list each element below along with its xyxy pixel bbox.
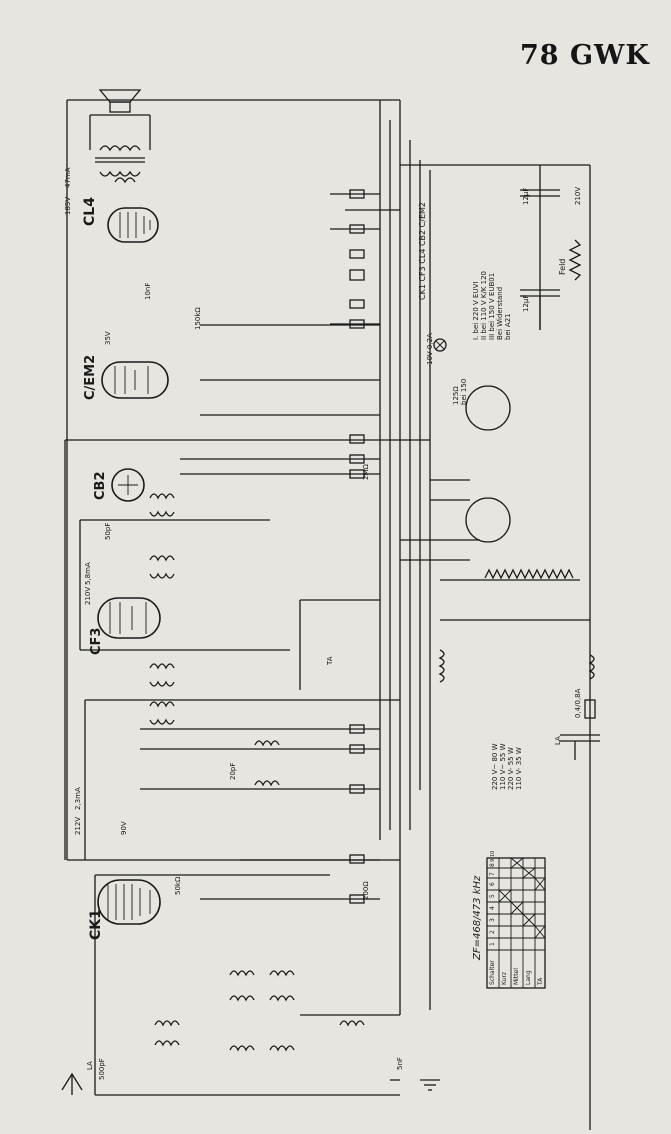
mains-note-1: I. bei 220 V EUVI bbox=[472, 282, 480, 340]
mains-note-3: III bei 150 V EUB01 bbox=[488, 273, 496, 340]
v185-label: 185V bbox=[64, 197, 72, 215]
series-string-label: CK1 CF3 CL4 CB2 C/EM2 bbox=[418, 202, 427, 300]
ma58-label: 5,8mA bbox=[84, 562, 92, 585]
page-title: 78 GWK bbox=[520, 40, 650, 71]
switch-header-title: Schalter bbox=[489, 960, 496, 985]
la-label: LA bbox=[86, 1061, 94, 1070]
switch-matrix bbox=[486, 857, 546, 989]
volt-210-label: 210V bbox=[574, 187, 582, 205]
switch-header-1: 1 bbox=[489, 942, 496, 946]
r-150kohm-label: 150kΩ bbox=[194, 307, 202, 330]
component-column bbox=[140, 189, 380, 904]
field-label: Feld bbox=[558, 259, 567, 275]
cap-20pf-label: 20pF bbox=[229, 763, 237, 780]
mains-note-4: Bei Widerstand bbox=[496, 287, 504, 340]
r-125-label: 125Ω bbox=[452, 386, 460, 405]
ck1-label: CK1 bbox=[88, 909, 104, 940]
la-right-label: LA bbox=[554, 736, 562, 745]
switch-row-kurz: Kurz bbox=[501, 972, 508, 985]
tube-cem2 bbox=[101, 361, 169, 399]
cap-50pf-label: 50pF bbox=[104, 523, 112, 540]
switch-header-3: 3 bbox=[489, 918, 496, 922]
cem2-label: C/EM2 bbox=[83, 355, 98, 400]
mains-note-5: bei A21 bbox=[504, 313, 512, 340]
switch-row-lang: Lang bbox=[525, 970, 532, 985]
cap-5nf-label: 5nF bbox=[396, 1057, 404, 1070]
power-row-3: 220 V- 55 W bbox=[507, 747, 515, 790]
v35-label: 35V bbox=[104, 331, 112, 345]
r-150-label: bei 150 bbox=[460, 379, 468, 405]
v212-label: 212V bbox=[74, 817, 82, 835]
switch-row-mittel: Mittel bbox=[513, 968, 520, 985]
tube-cb2 bbox=[111, 468, 145, 502]
switch-header-8: 8 bbox=[489, 863, 496, 867]
cap-500pf-label: 500pF bbox=[98, 1058, 106, 1080]
power-row-4: 110 V- 35 W bbox=[515, 747, 523, 790]
aerial-input bbox=[61, 1072, 440, 1095]
pilot-lamp-label: 10V 0,2A bbox=[426, 333, 434, 365]
v210-label: 210V bbox=[84, 587, 92, 605]
switch-header-7: 7 bbox=[489, 872, 496, 876]
if-coils bbox=[149, 493, 365, 1052]
power-row-1: 220 V~ 80 W bbox=[491, 743, 499, 790]
cap-10nf-label: 10nF bbox=[144, 283, 152, 300]
ma23-label: 2,3mA bbox=[74, 787, 82, 810]
switch-row-ta: TA bbox=[537, 977, 544, 986]
v90-label: 90V bbox=[120, 821, 128, 835]
switch-header-10: 10 bbox=[490, 851, 496, 857]
power-row-2: 110 V~ 55 W bbox=[499, 743, 507, 790]
r-2mohm-label: 2MΩ bbox=[362, 464, 370, 480]
bus-lines bbox=[64, 99, 591, 1130]
switch-header-2: 2 bbox=[489, 930, 496, 934]
r-200ohm-label: 200Ω bbox=[362, 881, 370, 900]
switch-header-5: 5 bbox=[489, 894, 496, 898]
ma47-label: 47mA bbox=[64, 167, 72, 188]
cb2-label: CB2 bbox=[93, 472, 108, 501]
cl4-label: CL4 bbox=[82, 197, 98, 226]
switch-header-4: 4 bbox=[489, 906, 496, 910]
tube-cl4 bbox=[107, 207, 159, 243]
r-50kohm-label: 50kΩ bbox=[174, 876, 182, 895]
power-section bbox=[400, 189, 600, 760]
tube-ck1 bbox=[97, 879, 161, 925]
if-frequency-label: ZF=468/473 kHz bbox=[472, 875, 483, 961]
mains-note-2: II bei 110 V K/K 120 bbox=[480, 271, 488, 340]
switch-header-9: 9 bbox=[490, 859, 496, 862]
cf3-label: CF3 bbox=[89, 628, 104, 655]
switch-header-6: 6 bbox=[489, 882, 496, 886]
fuse-label: 0,4/0,8A bbox=[574, 688, 582, 718]
cap-12uf-top-label: 12µF bbox=[522, 188, 530, 205]
loudspeaker bbox=[89, 89, 151, 184]
cap-12uf-bottom-label: 12µF bbox=[522, 295, 530, 312]
tube-cf3 bbox=[97, 597, 161, 639]
ta-label: TA bbox=[326, 656, 334, 666]
